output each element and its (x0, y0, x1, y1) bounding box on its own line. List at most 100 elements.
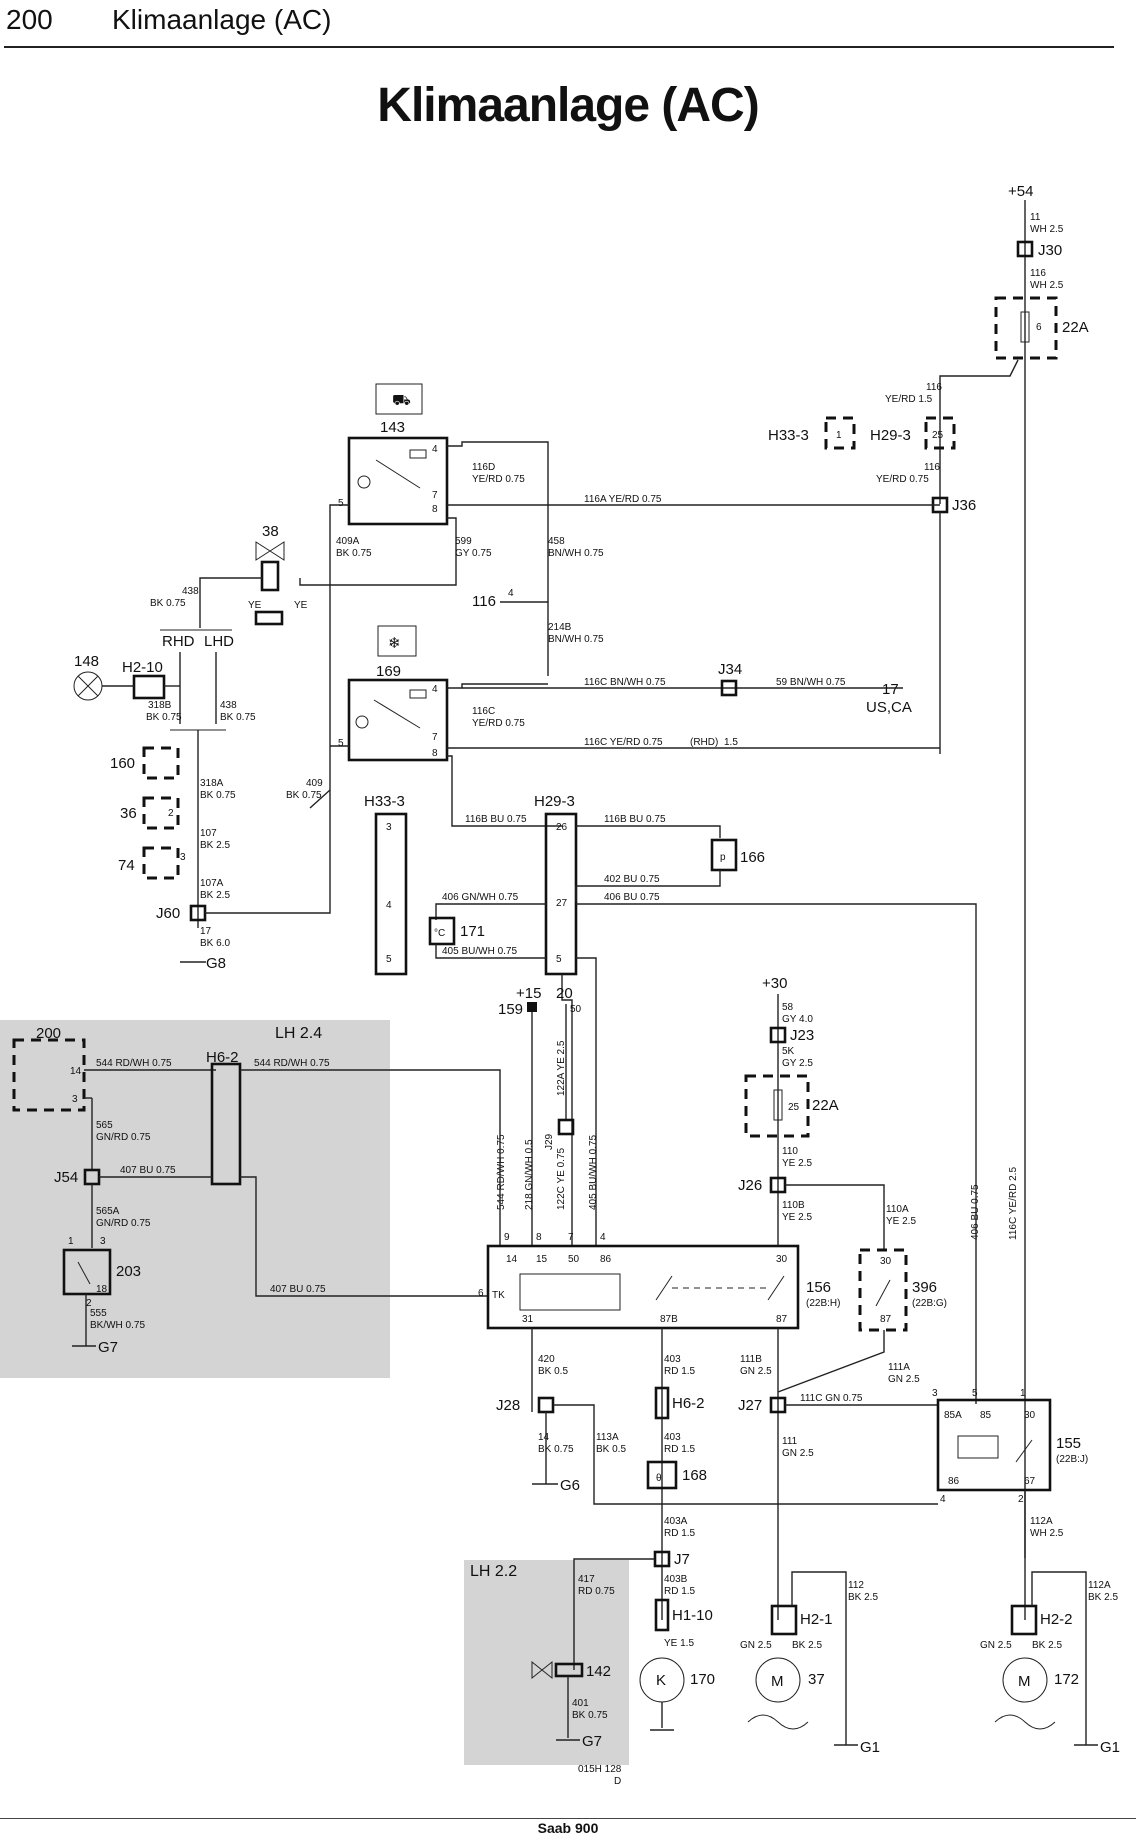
component-label: 160 (110, 755, 135, 772)
pin-label: 9 (504, 1232, 510, 1243)
wire-label: GY 2.5 (782, 1058, 813, 1069)
component-label: 116 (472, 593, 496, 610)
wire-label: GY 4.0 (782, 1014, 813, 1025)
pin-label: 3 (386, 822, 392, 833)
wire-label: BK 2.5 (1088, 1592, 1118, 1603)
wire-113a (553, 1404, 938, 1505)
wire-label: 544 RD/WH 0.75 (254, 1058, 330, 1069)
pin-label: 25 (788, 1102, 800, 1113)
terminal-label: 50 (570, 1004, 582, 1015)
pressure-icon: p (720, 852, 726, 863)
wire-label: RD 1.5 (664, 1366, 696, 1377)
wire-110a (785, 1184, 885, 1250)
wire-544-main (340, 1069, 501, 1246)
wire-label: 409A (336, 536, 360, 547)
lh22-label: LH 2.2 (470, 1563, 517, 1580)
wire-214b (500, 601, 549, 676)
wire-label: 405 BU/WH 0.75 (442, 946, 517, 957)
fan-motor-37 (755, 1657, 801, 1703)
wire-label: 116B BU 0.75 (604, 814, 666, 825)
pin-label: 5 (338, 498, 344, 509)
wire-599 (299, 517, 457, 586)
wire-438 (199, 577, 262, 628)
wire-label: BK 0.75 (150, 598, 186, 609)
wire-label: YE 2.5 (782, 1212, 812, 1223)
pin-label: 7 (568, 1232, 574, 1243)
wire-409 (205, 790, 331, 914)
pin-label: YE (248, 600, 262, 611)
wire-label: 116C BN/WH 0.75 (584, 677, 666, 688)
wire-label: BK 0.75 (200, 790, 236, 801)
connector-label: J36 (952, 497, 976, 514)
wire-label: GN 2.5 (782, 1448, 814, 1459)
component-label: 168 (682, 1467, 707, 1484)
wire-label: BK 0.75 (572, 1710, 608, 1721)
wire-label: WH 2.5 (1030, 224, 1064, 235)
page-number: 200 (6, 4, 53, 35)
wire-label: 107A (200, 878, 224, 889)
wire-label: 407 BU 0.75 (270, 1284, 326, 1295)
fan-blade-icon (747, 1714, 809, 1730)
component-36 (142, 796, 180, 830)
component-label: 17 (882, 681, 899, 698)
pin-label: 4 (600, 1232, 606, 1243)
fuse-icon (1020, 311, 1030, 343)
relay-coil-icon (957, 1435, 999, 1459)
wire-label: 111A (888, 1362, 910, 1373)
component-label: 36 (120, 805, 137, 822)
connector-label: J30 (1038, 242, 1062, 259)
connector-label: H2-2 (1040, 1611, 1073, 1628)
wire-label: GN/RD 0.75 (96, 1132, 151, 1143)
wire-402 (575, 870, 721, 902)
connector-label: J7 (674, 1551, 690, 1568)
wire-label: BN/WH 0.75 (548, 548, 604, 559)
wire-label: BK 6.0 (200, 938, 230, 949)
wire-label: 401 (572, 1698, 589, 1709)
plug-h2-10 (132, 674, 166, 700)
wire-label: 403A (664, 1516, 688, 1527)
wire-label: 565 (96, 1120, 113, 1131)
wire-label: GY 0.75 (455, 548, 492, 559)
plug-h1-10 (654, 1598, 670, 1632)
switch-contact-icon (373, 699, 421, 729)
wire-label: 402 BU 0.75 (604, 874, 660, 885)
wire-label: 122A YE 2.5 (556, 1040, 567, 1096)
plug-h6-2-strip (210, 1062, 242, 1186)
pin-label: 4 (432, 444, 438, 455)
wire-label: 116C YE/RD 2.5 (1008, 1167, 1019, 1240)
pin-label: 30 (880, 1256, 892, 1267)
wire-458 (447, 441, 549, 602)
pin-label: 18 (96, 1284, 108, 1295)
connector-j30 (1016, 240, 1034, 258)
component-note: (22B:G) (912, 1298, 947, 1309)
wire-label: 116 (924, 462, 940, 473)
connector-label: H33-3 (364, 793, 405, 810)
connector-j23 (769, 1026, 787, 1044)
lh24-region (0, 1020, 390, 1378)
connector-label: H6-2 (672, 1395, 705, 1412)
sensor-168 (646, 1460, 678, 1490)
switch-contact-icon (1015, 1439, 1033, 1463)
wire-label: 58 (782, 1002, 794, 1013)
variant-label: LHD (204, 633, 234, 650)
wire-label: 116 (1030, 268, 1046, 279)
wire-label: 111C GN 0.75 (800, 1393, 863, 1404)
wire-label: 111B (740, 1354, 762, 1365)
pin-label: 2 (86, 1298, 92, 1309)
wire-label: 438 (182, 586, 199, 597)
pin-label: 6 (478, 1288, 484, 1299)
wire-label: RD 1.5 (664, 1528, 696, 1539)
section-title: Klimaanlage (AC) (112, 4, 332, 35)
pin-label: 7 (432, 732, 438, 743)
wire-label: GN 2.5 (888, 1374, 920, 1385)
wire-label: 14 (538, 1432, 550, 1443)
switch-contact-icon (375, 459, 421, 489)
variant-label: US,CA (866, 699, 912, 716)
wire-label: 318B (148, 700, 172, 711)
plug-h33-3-strip (374, 812, 408, 976)
connector-j29 (557, 1118, 575, 1136)
pin-label: 8 (536, 1232, 542, 1243)
wire-label: 122C YE 0.75 (556, 1147, 567, 1210)
connector-label: J26 (738, 1177, 762, 1194)
plug-h29-3-strip (544, 812, 578, 976)
